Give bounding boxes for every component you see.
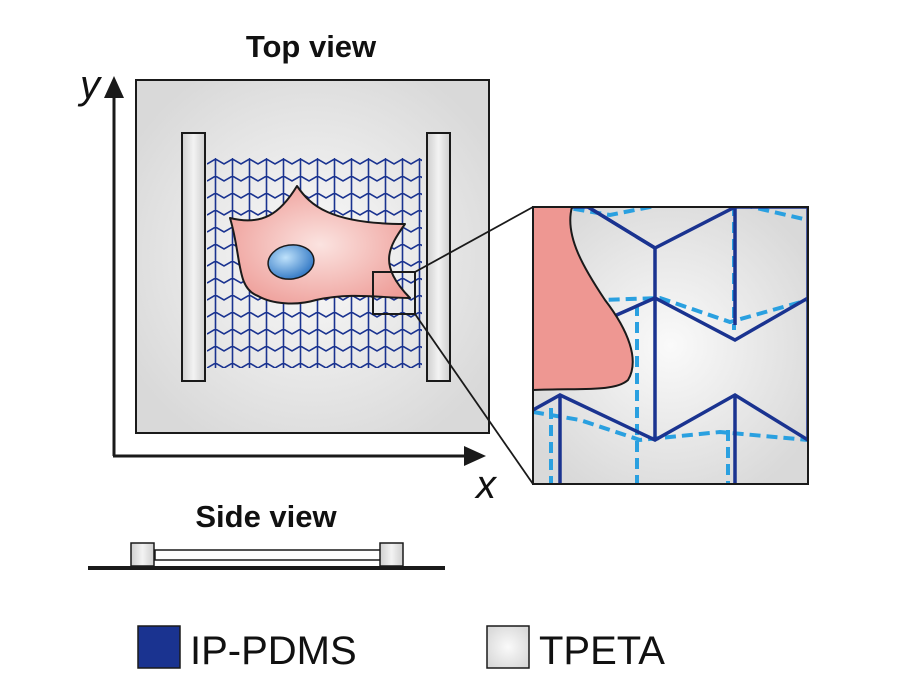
zoom-region <box>372 271 416 315</box>
zoom-connector-top <box>414 206 534 273</box>
ip-pdms-strut <box>587 207 737 325</box>
y-axis-arrow <box>104 76 124 98</box>
legend-label-ip-pdms: IP-PDMS <box>190 629 357 673</box>
x-axis-label: x <box>474 463 498 507</box>
x-axis-arrow <box>464 446 486 466</box>
side-view-drawing <box>88 542 445 570</box>
side-view-title: Side view <box>195 499 337 534</box>
axes <box>104 76 486 466</box>
legend: IP-PDMS TPETA <box>137 625 665 673</box>
magnified-cell-edge <box>533 207 634 392</box>
side-view-right-post <box>379 542 404 567</box>
legend-label-tpeta: TPETA <box>539 629 665 673</box>
y-axis-label: y <box>77 63 103 107</box>
side-view-base <box>88 566 445 570</box>
deformed-strut <box>533 410 808 443</box>
top-view-title: Top view <box>246 29 377 64</box>
side-view-beam <box>154 549 382 561</box>
legend-swatch-ip-pdms <box>137 625 181 669</box>
magnified-lattice <box>533 207 808 484</box>
left-post <box>181 132 206 382</box>
deformed-strut <box>549 207 736 484</box>
magnified-inset <box>532 206 809 485</box>
zoom-connector-bottom <box>414 313 534 485</box>
legend-swatch-tpeta <box>486 625 530 669</box>
side-view-left-post <box>130 542 155 567</box>
cell-nucleus <box>267 244 315 280</box>
ip-pdms-strut <box>558 207 808 484</box>
deformed-strut <box>533 295 808 342</box>
right-post <box>426 132 451 382</box>
